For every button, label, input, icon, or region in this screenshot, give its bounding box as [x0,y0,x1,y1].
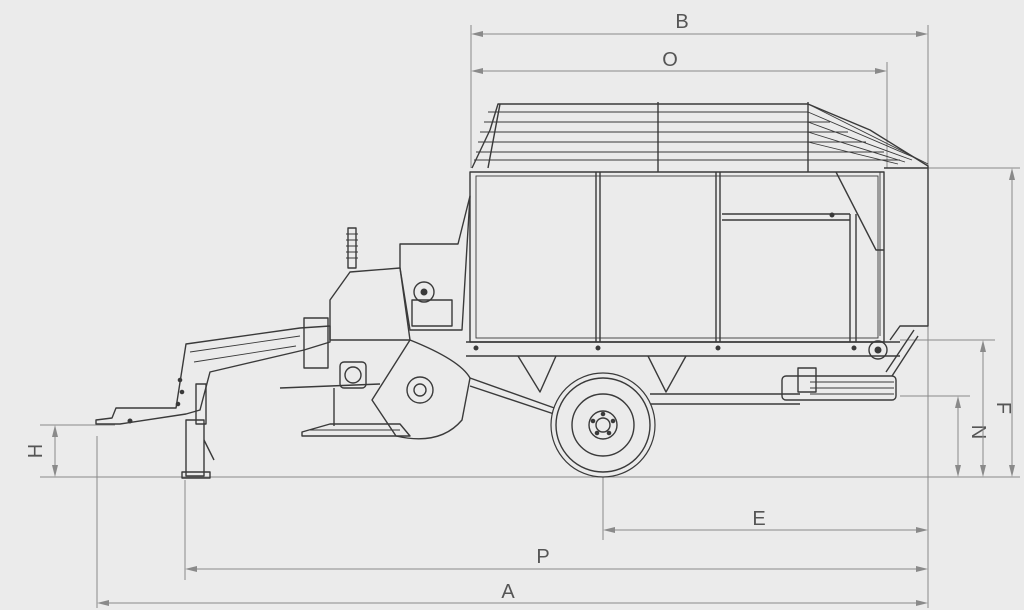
dimension-label-n: N [967,425,989,439]
dimension-p: P [185,546,928,572]
dimension-label-e: E [752,508,765,530]
dimension-label-o: O [662,49,678,71]
dimension-lines: B O E P A [25,11,1020,608]
front-mechanism [279,195,471,440]
dimension-label-p: P [536,546,549,568]
box-body [466,167,929,357]
dimension-e: E [603,508,928,533]
dimension-o: O [471,49,887,74]
dimension-overall-height [1009,168,1015,477]
dimension-label-a: A [501,581,515,603]
trailer-illustration [95,102,929,479]
dimension-a: A [97,581,928,606]
dimension-f: F [980,340,1014,477]
wheel [550,372,656,478]
rear-conveyor [781,329,919,401]
canopy-roof [471,102,929,172]
dimension-n: N [955,396,989,477]
dimension-label-b: B [675,11,688,33]
support-jack [181,383,215,479]
dimension-b: B [471,11,928,37]
undercarriage-frame [469,355,800,417]
dimension-h: H [25,425,58,477]
dimension-label-f: F [992,402,1014,414]
drawbar-hitch [95,317,331,425]
dimension-label-h: H [25,444,47,458]
